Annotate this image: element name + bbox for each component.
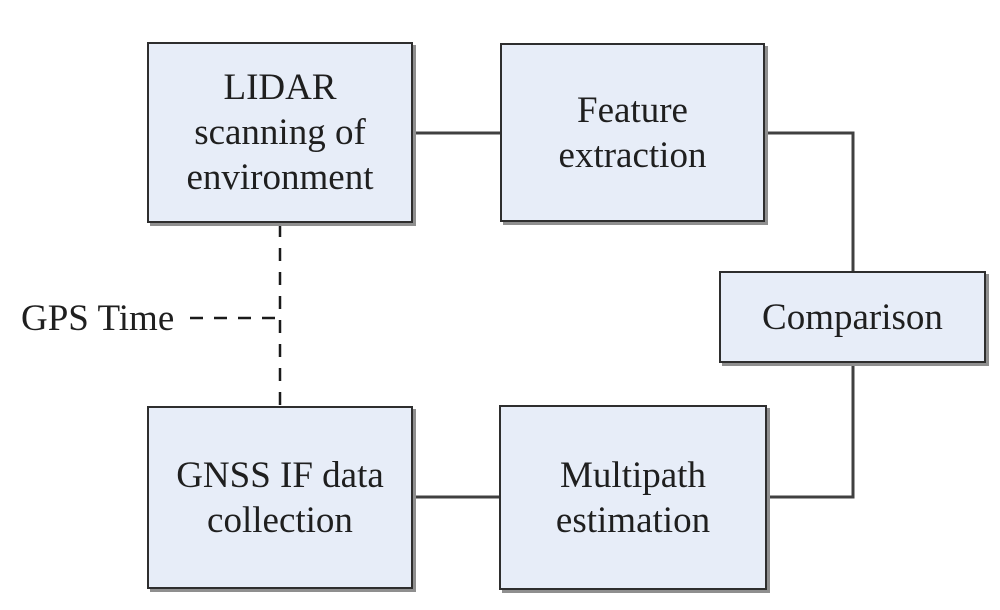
node-multipath-estimation: Multipath estimation (499, 405, 767, 590)
node-multipath-label: Multipath estimation (555, 454, 711, 541)
edge-feature-to-comparison (763, 131, 855, 272)
node-comparison: Comparison (719, 271, 986, 363)
node-feature-extraction: Feature extraction (500, 43, 765, 222)
node-lidar-scanning: LIDAR scanning of environment (147, 42, 413, 223)
node-gnss-label: GNSS IF data collection (176, 454, 384, 541)
node-gnss-if-data-collection: GNSS IF data collection (147, 406, 413, 589)
edge-multipath-to-comparison (765, 362, 855, 499)
gps-time-label: GPS Time (21, 298, 175, 339)
node-lidar-label: LIDAR scanning of environment (186, 67, 374, 198)
node-comparison-label: Comparison (762, 296, 943, 338)
node-feature-label: Feature extraction (558, 89, 707, 176)
